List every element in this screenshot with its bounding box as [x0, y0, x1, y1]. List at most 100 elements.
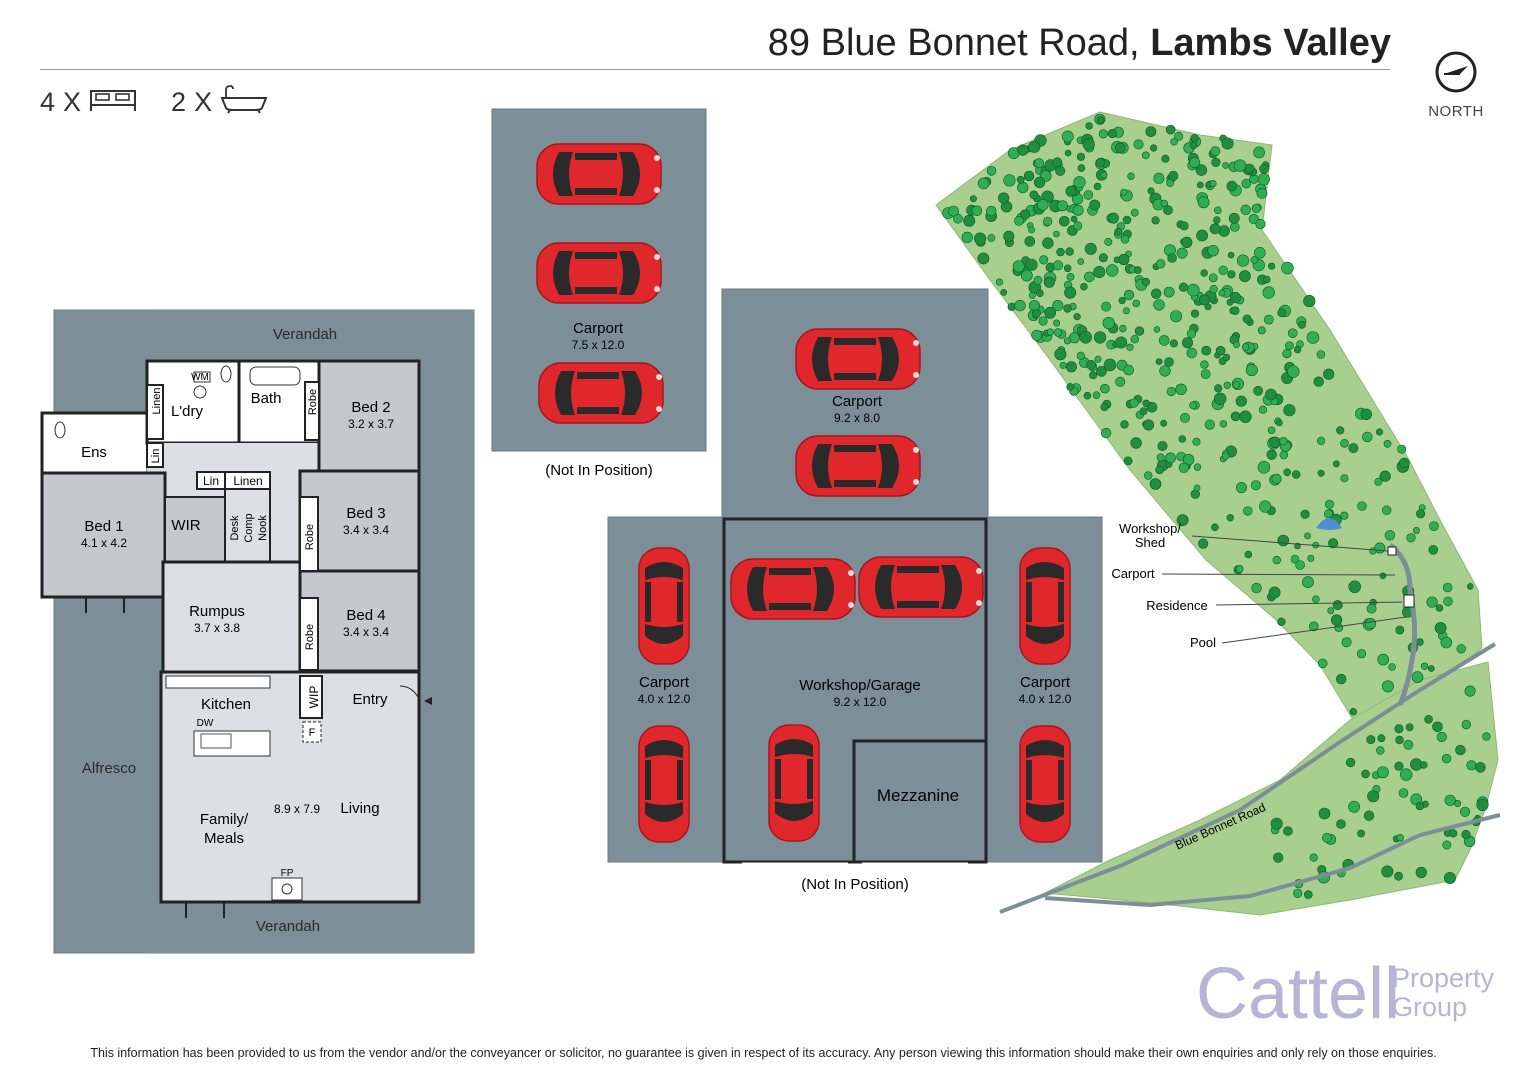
car-icon [1019, 725, 1071, 843]
site-pool-label: Pool [1190, 635, 1216, 650]
tree-icon [1327, 607, 1335, 615]
tree-icon [1167, 253, 1177, 263]
tree-icon [1399, 457, 1410, 469]
tree-icon [1300, 509, 1310, 519]
tree-icon [1476, 798, 1489, 812]
bath-label: Bath [251, 390, 282, 407]
tree-icon [1127, 172, 1135, 180]
carport-left-label: Carport [639, 674, 690, 691]
tree-icon [1360, 408, 1373, 420]
tree-icon [1218, 265, 1228, 275]
brand-name: Cattell [1196, 954, 1400, 1032]
linen-v-label: Linen [151, 388, 163, 415]
tree-icon [1053, 319, 1061, 327]
tree-icon [1120, 188, 1128, 196]
bed4-dim: 3.4 x 3.4 [343, 625, 389, 639]
tree-icon [1016, 175, 1025, 184]
tree-icon [1442, 582, 1453, 593]
tree-icon [1277, 308, 1287, 318]
tree-icon [1298, 321, 1306, 329]
tree-icon [1442, 840, 1452, 850]
tree-icon [1456, 644, 1466, 654]
tree-icon [1285, 341, 1294, 350]
tree-icon [1426, 596, 1438, 608]
tree-icon [1221, 137, 1234, 150]
tree-icon [1073, 221, 1083, 231]
car-icon [768, 724, 820, 842]
tree-icon [1366, 603, 1377, 614]
tree-icon [1265, 388, 1277, 401]
tree-icon [1363, 810, 1375, 821]
bed1-room [40, 471, 167, 599]
tree-icon [1020, 209, 1031, 220]
carport-a-label: Carport [573, 320, 624, 337]
comp-label: Comp [243, 513, 255, 542]
tree-icon [1420, 761, 1428, 769]
mezzanine-area [852, 739, 988, 864]
tree-icon [1036, 289, 1044, 298]
tree-icon [1115, 336, 1128, 349]
tree-icon [1166, 179, 1174, 187]
tree-icon [1464, 685, 1476, 697]
tree-icon [1258, 405, 1268, 414]
tree-icon [1123, 289, 1135, 301]
tree-icon [1316, 436, 1326, 446]
tree-icon [1059, 361, 1067, 369]
car-icon [638, 547, 690, 665]
tree-icon [1003, 174, 1016, 187]
tree-icon [1384, 530, 1396, 541]
tree-icon [1054, 348, 1067, 361]
tree-icon [1362, 431, 1373, 443]
tree-icon [1235, 565, 1244, 573]
tree-icon [1290, 554, 1300, 564]
rumpus-dim: 3.7 x 3.8 [194, 621, 240, 635]
tree-icon [1034, 158, 1045, 169]
tree-icon [1084, 242, 1097, 255]
tree-icon [1160, 199, 1169, 208]
tree-icon [1118, 297, 1126, 305]
tree-icon [1129, 398, 1139, 408]
tree-icon [1031, 329, 1043, 341]
tree-icon [1275, 419, 1283, 427]
tree-icon [1119, 324, 1127, 333]
tree-icon [1072, 204, 1084, 216]
tree-icon [1403, 739, 1414, 750]
tree-icon [1141, 151, 1150, 160]
tree-icon [1107, 212, 1119, 224]
tree-icon [1003, 230, 1015, 242]
tree-icon [1461, 829, 1471, 840]
tree-icon [1186, 347, 1198, 359]
robe-bed3 [299, 496, 319, 572]
tree-icon [1253, 385, 1263, 396]
tree-icon [1432, 721, 1443, 733]
tree-icon [1114, 227, 1123, 236]
tree-icon [1340, 511, 1349, 520]
car-icon [795, 328, 921, 390]
tree-icon [1175, 383, 1187, 395]
kitchen-bench [165, 675, 271, 689]
tree-icon [1107, 128, 1117, 139]
tree-icon [1093, 331, 1107, 344]
tree-icon [1302, 576, 1314, 588]
tree-icon [1269, 436, 1281, 448]
tree-icon [1122, 215, 1132, 225]
meals-label: Meals [204, 830, 244, 847]
tree-icon [1113, 256, 1121, 264]
tree-icon [1178, 435, 1187, 443]
tree-icon [1017, 144, 1029, 156]
tree-icon [1064, 286, 1077, 299]
site-residence-label: Residence [1146, 598, 1207, 613]
tree-icon [1065, 185, 1077, 197]
tree-icon [1174, 131, 1184, 141]
tree-icon [1399, 768, 1413, 781]
tree-icon [1080, 282, 1088, 291]
ens-label: Ens [81, 444, 107, 461]
tree-icon [1381, 865, 1394, 878]
tree-icon [1322, 832, 1332, 843]
tree-icon [1063, 337, 1072, 345]
floorplan-drawing: Verandah Verandah Alfresco Ens L'dry WM … [40, 108, 1501, 954]
living-area [159, 670, 421, 904]
tree-icon [1120, 420, 1129, 429]
disclaimer-text: This information has been provided to us… [90, 1046, 1437, 1060]
tree-icon [1263, 275, 1271, 284]
